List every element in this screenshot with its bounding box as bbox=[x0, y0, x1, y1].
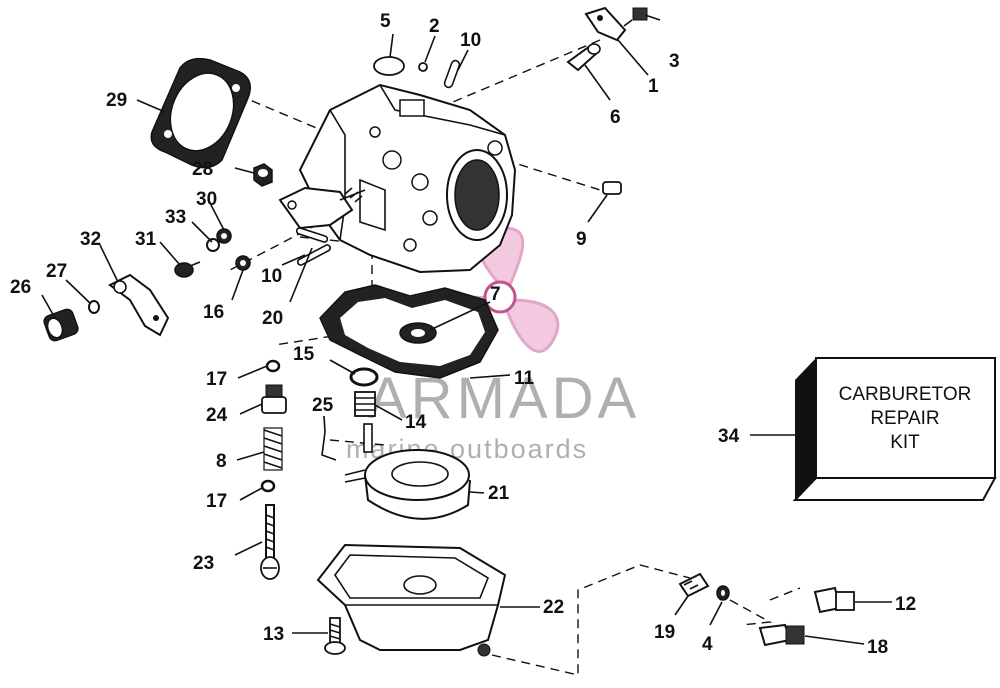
callout-18: 18 bbox=[867, 637, 888, 658]
part-float-needle bbox=[363, 423, 373, 453]
callout-17-lower: 17 bbox=[206, 491, 227, 512]
part-4-gasket bbox=[716, 585, 730, 601]
callout-34: 34 bbox=[718, 426, 740, 447]
part-25-clip bbox=[321, 431, 337, 461]
part-5-plug bbox=[373, 56, 405, 76]
part-14-needle-seat bbox=[354, 391, 376, 417]
part-6-screw bbox=[566, 43, 601, 72]
part-carburetor-body bbox=[298, 83, 517, 274]
part-24-packing-nut bbox=[261, 384, 287, 414]
part-27-washer bbox=[88, 300, 100, 314]
part-28-nut bbox=[253, 163, 273, 187]
callout-33: 33 bbox=[165, 207, 186, 228]
callout-4: 4 bbox=[702, 634, 713, 655]
part-15-gasket bbox=[349, 367, 379, 387]
callout-1: 1 bbox=[648, 76, 659, 97]
part-20-pin bbox=[295, 227, 329, 243]
callout-32: 32 bbox=[80, 229, 101, 250]
part-2-ball bbox=[418, 62, 428, 72]
kit-label-line-3: KIT bbox=[890, 432, 920, 453]
callout-30: 30 bbox=[196, 189, 217, 210]
callout-20: 20 bbox=[262, 308, 283, 329]
part-19-needle-valve bbox=[678, 572, 710, 598]
part-13-screw bbox=[324, 617, 346, 655]
part-3-screw bbox=[623, 7, 648, 27]
callout-19: 19 bbox=[654, 622, 675, 643]
part-34-repair-kit-box: CARBURETOR REPAIR KIT bbox=[792, 357, 997, 501]
callout-24: 24 bbox=[206, 405, 228, 426]
part-18-fitting bbox=[758, 623, 805, 647]
callout-numbers: 29 28 30 33 31 32 27 26 16 10 20 5 2 10 … bbox=[10, 11, 916, 658]
watermark-brand: ARMADA bbox=[368, 366, 640, 431]
callout-10-upper: 10 bbox=[460, 30, 481, 51]
part-32-throttle-lever bbox=[108, 273, 170, 337]
callout-10-lower: 10 bbox=[261, 266, 282, 287]
part-17-oring-lower bbox=[260, 479, 276, 493]
callout-12: 12 bbox=[895, 594, 916, 615]
callout-3: 3 bbox=[669, 51, 680, 72]
assembly-lines bbox=[229, 39, 801, 676]
part-21-float bbox=[344, 449, 471, 520]
part-1-bracket bbox=[584, 6, 627, 42]
part-29-flange-gasket bbox=[150, 57, 251, 169]
part-31-screw bbox=[174, 261, 201, 278]
callout-7: 7 bbox=[490, 284, 501, 305]
callout-31: 31 bbox=[135, 229, 157, 250]
callout-8: 8 bbox=[216, 451, 227, 472]
part-16-washer bbox=[235, 255, 251, 271]
callout-6: 6 bbox=[610, 107, 621, 128]
part-30-lock-washer bbox=[216, 228, 232, 244]
callout-17-upper: 17 bbox=[206, 369, 227, 390]
kit-label-line-1: CARBURETOR bbox=[839, 384, 972, 405]
part-33-washer bbox=[206, 238, 220, 252]
callout-16: 16 bbox=[203, 302, 224, 323]
callout-2: 2 bbox=[429, 16, 440, 37]
part-9-screw bbox=[602, 181, 622, 195]
callout-22: 22 bbox=[543, 597, 564, 618]
callout-21: 21 bbox=[488, 483, 510, 504]
callout-5: 5 bbox=[380, 11, 391, 32]
part-10-pin-lower bbox=[296, 244, 332, 266]
part-23-mixture-needle bbox=[260, 504, 280, 580]
callout-13: 13 bbox=[263, 624, 284, 645]
part-8-spring bbox=[263, 427, 283, 471]
callout-25: 25 bbox=[312, 395, 334, 416]
callout-14: 14 bbox=[405, 412, 427, 433]
part-22-float-bowl bbox=[316, 543, 507, 657]
part-10-pin-upper bbox=[443, 59, 461, 89]
part-12-plug-screw bbox=[813, 586, 855, 614]
callout-23: 23 bbox=[193, 553, 214, 574]
callout-28: 28 bbox=[192, 159, 213, 180]
callout-15: 15 bbox=[293, 344, 315, 365]
part-17-oring-upper bbox=[265, 359, 281, 373]
callout-26: 26 bbox=[10, 277, 31, 298]
callout-29: 29 bbox=[106, 90, 127, 111]
callout-9: 9 bbox=[576, 229, 587, 250]
part-7-needle-seat-washer bbox=[399, 322, 437, 344]
callout-27: 27 bbox=[46, 261, 67, 282]
kit-label-line-2: REPAIR bbox=[870, 408, 939, 429]
leader-lines bbox=[41, 14, 892, 645]
callout-11: 11 bbox=[514, 368, 535, 389]
part-26-roller bbox=[43, 308, 79, 342]
